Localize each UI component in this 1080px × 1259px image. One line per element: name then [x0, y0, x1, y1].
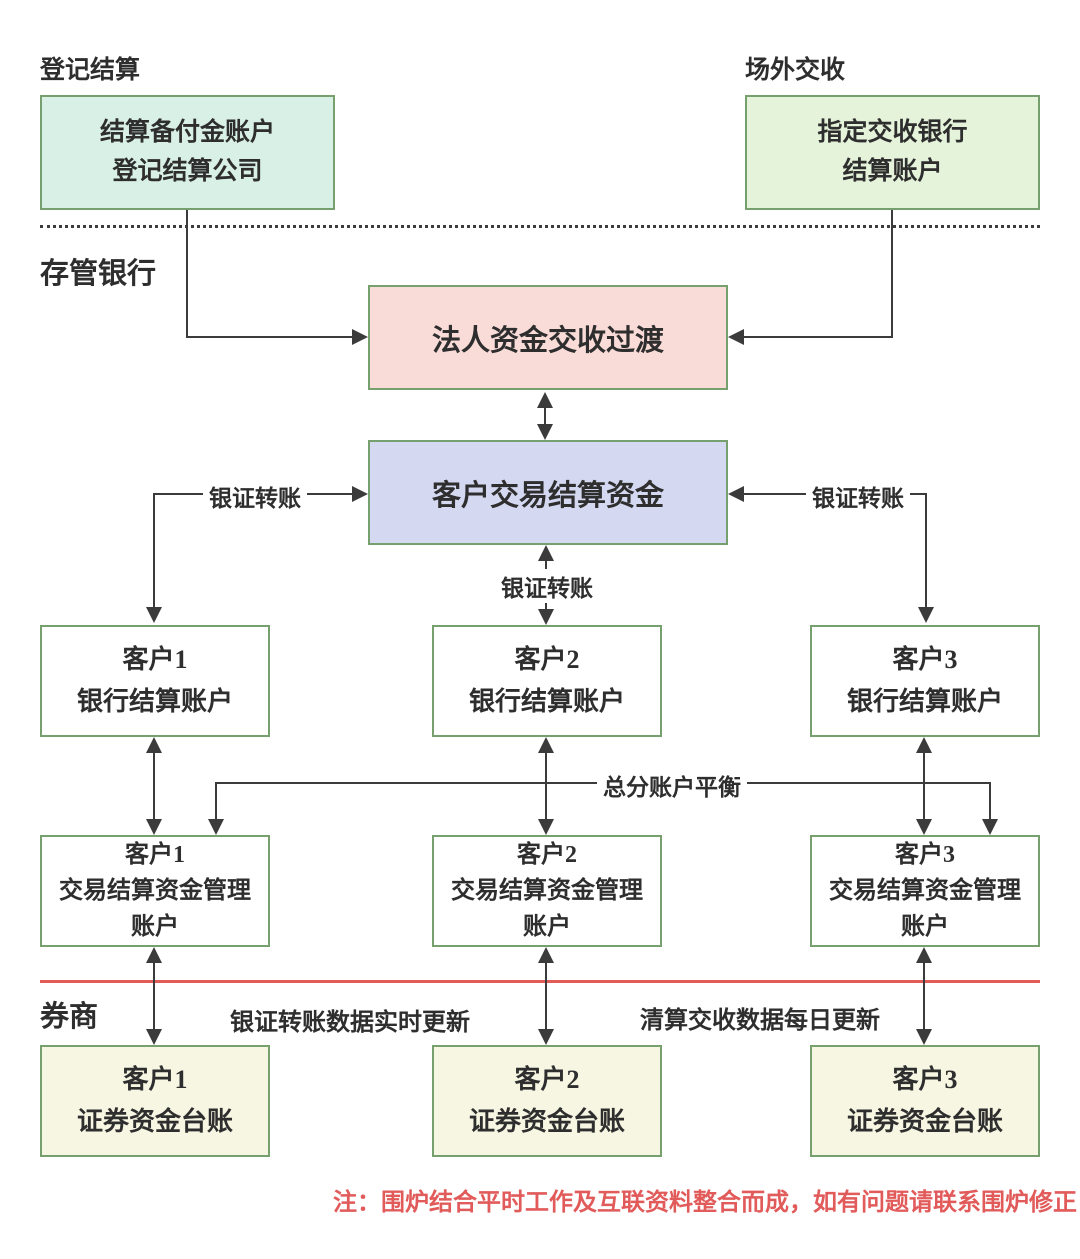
client2-ledger-title: 客户2 [514, 1065, 580, 1095]
client2-ledger-subtitle: 证券资金台账 [468, 1107, 625, 1136]
client2-bank-subtitle: 银行结算账户 [468, 687, 625, 716]
client3-mgmt-title: 客户3 [895, 842, 955, 868]
arrowhead-down-c1-mgmt [146, 819, 162, 835]
arrowhead-down-funds [537, 424, 553, 440]
connector-designated-hline [744, 336, 893, 338]
client1-management-account-box: 客户1 交易结算资金管理 账户 [40, 835, 270, 947]
footer-note: 注：围炉结合平时工作及互联资料整合而成，如有问题请联系围炉修正 [333, 1189, 1077, 1216]
arrowhead-down-c3-ledger [916, 1029, 932, 1045]
client3-bank-subtitle: 银行结算账户 [846, 687, 1003, 716]
daily-update-label: 清算交收数据每日更新 [640, 1008, 880, 1034]
realtime-update-label: 银证转账数据实时更新 [230, 1010, 470, 1036]
otc-delivery-section-label: 场外交收 [745, 57, 846, 84]
client-settlement-funds-box: 客户交易结算资金 [368, 440, 728, 545]
broker-divider-line [40, 980, 1040, 983]
connector-designated-vline [891, 210, 893, 338]
custody-bank-section-label: 存管银行 [40, 258, 157, 290]
settlement-reserve-box: 结算备付金账户 登记结算公司 [40, 95, 335, 210]
connector-c2-mgmt-ledger [545, 961, 547, 1031]
balance-vline-left [215, 782, 217, 822]
designated-bank-box: 指定交收银行 结算账户 [745, 95, 1040, 210]
connector-c3-bank-mgmt [923, 751, 925, 821]
connector-c1-mgmt-ledger [153, 961, 155, 1031]
dotted-divider [40, 225, 1040, 228]
client3-ledger-box: 客户3 证券资金台账 [810, 1045, 1040, 1157]
client3-bank-account-box: 客户3 银行结算账户 [810, 625, 1040, 737]
arrowhead-into-funds-right [728, 486, 744, 502]
client3-mgmt-line3: 账户 [901, 914, 949, 940]
arrowhead-up-c2-mgmt [538, 947, 554, 963]
arrowhead-down-c2-mgmt [538, 819, 554, 835]
connector-left-transfer-vline [153, 494, 155, 609]
arrowhead-into-transit-left [352, 329, 368, 345]
connector-c1-bank-mgmt [153, 751, 155, 821]
broker-section-label: 券商 [40, 1001, 99, 1033]
designated-bank-line2: 结算账户 [842, 157, 943, 185]
arrowhead-down-client3-bank [918, 607, 934, 623]
connector-right-transfer-vline [925, 494, 927, 609]
arrowhead-into-transit-right [728, 329, 744, 345]
client1-title: 客户1 [122, 645, 188, 675]
client1-mgmt-line3: 账户 [131, 914, 179, 940]
arrowhead-down-c3-mgmt [916, 819, 932, 835]
client1-bank-subtitle: 银行结算账户 [76, 687, 233, 716]
client3-mgmt-line2: 交易结算资金管理 [829, 878, 1021, 904]
arrowhead-down-balance-left [208, 819, 224, 835]
bank-transfer-left-label: 银证转账 [203, 479, 307, 513]
settlement-reserve-line1: 结算备付金账户 [99, 118, 275, 146]
client1-ledger-box: 客户1 证券资金台账 [40, 1045, 270, 1157]
client2-mgmt-line2: 交易结算资金管理 [451, 878, 643, 904]
corporate-transit-label: 法人资金交收过渡 [431, 324, 664, 357]
arrowhead-up-c1-mgmt [146, 947, 162, 963]
client3-title: 客户3 [892, 645, 958, 675]
arrowhead-up-funds-center [538, 545, 554, 561]
client2-title: 客户2 [514, 645, 580, 675]
account-balance-label: 总分账户平衡 [597, 768, 747, 802]
arrowhead-into-funds-left [352, 486, 368, 502]
client2-management-account-box: 客户2 交易结算资金管理 账户 [432, 835, 662, 947]
balance-vline-right [989, 782, 991, 822]
client1-ledger-subtitle: 证券资金台账 [76, 1107, 233, 1136]
client1-bank-account-box: 客户1 银行结算账户 [40, 625, 270, 737]
connector-reserve-vline [186, 210, 188, 338]
connector-c3-mgmt-ledger [923, 961, 925, 1031]
client3-ledger-subtitle: 证券资金台账 [846, 1107, 1003, 1136]
client2-mgmt-line3: 账户 [523, 914, 571, 940]
connector-c2-bank-mgmt [545, 751, 547, 821]
bank-transfer-center-label: 银证转账 [495, 569, 599, 603]
arrowhead-up-c1-bank [146, 737, 162, 753]
designated-bank-line1: 指定交收银行 [817, 118, 968, 146]
connector-reserve-hline [186, 336, 352, 338]
client1-ledger-title: 客户1 [122, 1065, 188, 1095]
arrowhead-down-c1-ledger [146, 1029, 162, 1045]
registration-section-label: 登记结算 [40, 57, 141, 84]
arrowhead-up-c3-bank [916, 737, 932, 753]
corporate-transit-box: 法人资金交收过渡 [368, 285, 728, 390]
arrowhead-down-c2-ledger [538, 1029, 554, 1045]
client2-mgmt-title: 客户2 [517, 842, 577, 868]
connector-transit-funds [544, 406, 546, 432]
client-settlement-funds-label: 客户交易结算资金 [431, 479, 664, 512]
client2-bank-account-box: 客户2 银行结算账户 [432, 625, 662, 737]
settlement-reserve-line2: 登记结算公司 [112, 157, 263, 185]
arrowhead-down-balance-right [982, 819, 998, 835]
client1-mgmt-line2: 交易结算资金管理 [59, 878, 251, 904]
arrowhead-down-client1-bank [146, 607, 162, 623]
client3-management-account-box: 客户3 交易结算资金管理 账户 [810, 835, 1040, 947]
arrowhead-up-transit [537, 392, 553, 408]
arrowhead-up-c2-bank [538, 737, 554, 753]
client3-ledger-title: 客户3 [892, 1065, 958, 1095]
bank-transfer-right-label: 银证转账 [806, 479, 910, 513]
arrowhead-up-c3-mgmt [916, 947, 932, 963]
arrowhead-down-client2-bank [538, 609, 554, 625]
client1-mgmt-title: 客户1 [125, 842, 185, 868]
client2-ledger-box: 客户2 证券资金台账 [432, 1045, 662, 1157]
